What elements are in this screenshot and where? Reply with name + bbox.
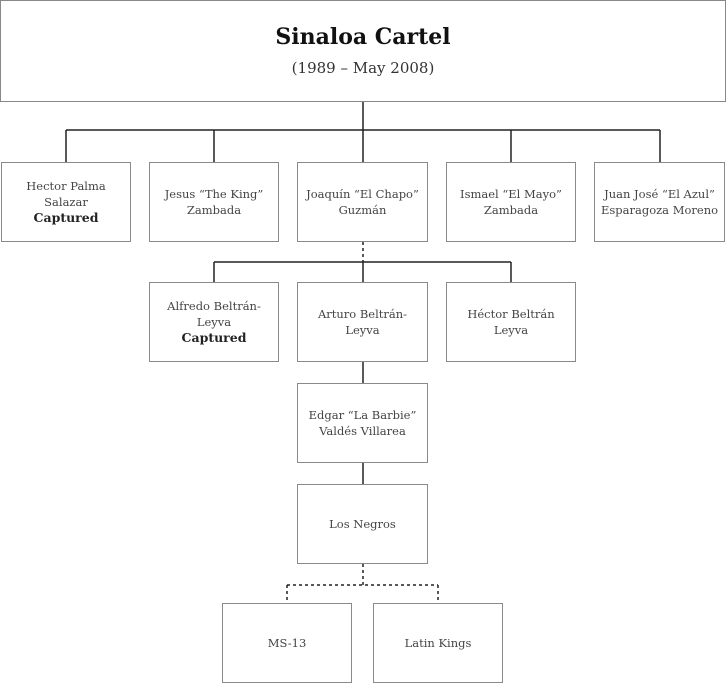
node-la-barbie: Edgar “La Barbie” Valdés Villarea xyxy=(297,383,428,463)
node-hector-palma-salazar: Hector Palma Salazar Captured xyxy=(1,162,131,242)
node-label: Jesus “The King” xyxy=(164,187,264,201)
node-alfredo-beltran-leyva: Alfredo Beltrán- Leyva Captured xyxy=(149,282,279,362)
node-label: Alfredo Beltrán- xyxy=(167,299,261,313)
node-el-mayo-zambada: Ismael “El Mayo” Zambada xyxy=(446,162,576,242)
node-label: MS-13 xyxy=(267,636,307,650)
node-el-chapo-guzman: Joaquín “El Chapo” Guzmán xyxy=(297,162,428,242)
node-hector-beltran-leyva: Héctor Beltrán Leyva xyxy=(446,282,576,362)
node-label: Zambada xyxy=(186,203,242,217)
node-label: Juan José “El Azul” xyxy=(604,187,715,201)
node-los-negros: Los Negros xyxy=(297,484,428,564)
node-ms-13: MS-13 xyxy=(222,603,352,683)
node-label: Arturo Beltrán-Leyva xyxy=(317,307,408,337)
node-label: Zambada xyxy=(483,203,539,217)
node-latin-kings: Latin Kings xyxy=(373,603,503,683)
node-label: Guzmán xyxy=(338,203,387,217)
node-label: Hector Palma Salazar xyxy=(26,179,106,209)
node-label: Joaquín “El Chapo” xyxy=(306,187,419,201)
status-captured: Captured xyxy=(33,210,99,225)
node-label: Héctor Beltrán Leyva xyxy=(467,307,555,337)
node-label: Los Negros xyxy=(329,517,396,531)
node-label: Ismael “El Mayo” xyxy=(460,187,562,201)
chart-subtitle: (1989 – May 2008) xyxy=(291,59,435,77)
node-jesus-zambada: Jesus “The King” Zambada xyxy=(149,162,279,242)
node-label: Valdés Villarea xyxy=(319,424,406,438)
node-arturo-beltran-leyva: Arturo Beltrán-Leyva xyxy=(297,282,428,362)
node-label: Esparagoza Moreno xyxy=(600,203,719,217)
node-label: Edgar “La Barbie” xyxy=(308,408,417,422)
node-label: Leyva xyxy=(196,315,232,329)
node-el-azul-esparagoza: Juan José “El Azul” Esparagoza Moreno xyxy=(594,162,725,242)
status-captured: Captured xyxy=(181,330,247,345)
title-box: Sinaloa Cartel (1989 – May 2008) xyxy=(0,0,726,102)
node-label: Latin Kings xyxy=(404,636,472,650)
chart-title: Sinaloa Cartel xyxy=(275,24,451,50)
